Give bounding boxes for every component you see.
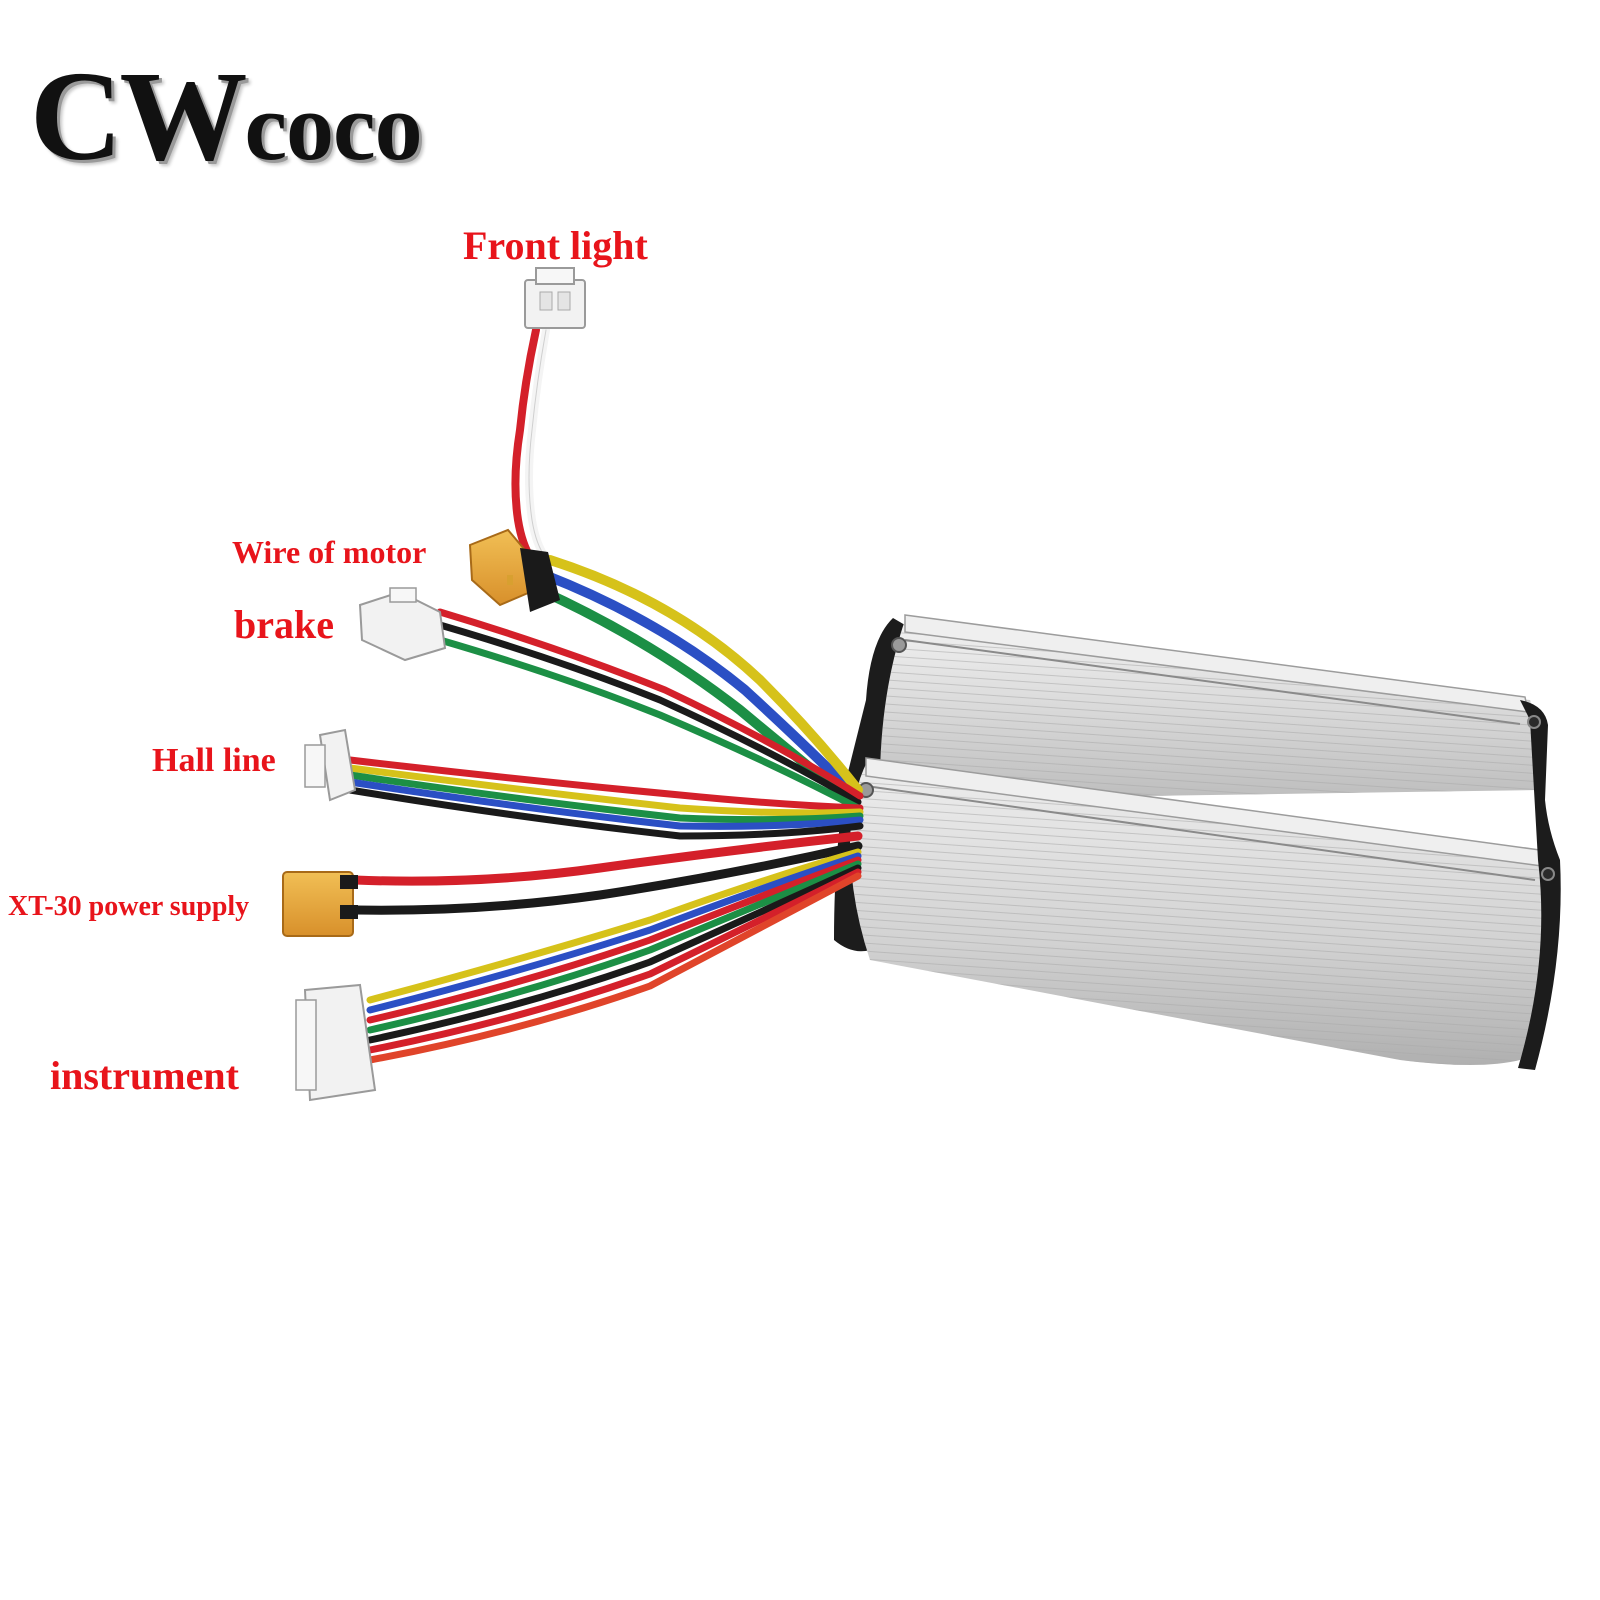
wire-harness (346, 326, 864, 1064)
label-wire-of-motor: Wire of motor (232, 534, 427, 570)
logo-prefix: CW (30, 45, 247, 187)
three-pin-connector-icon (358, 587, 447, 662)
two-pin-connector-icon (524, 267, 586, 329)
xt30-connector-icon (282, 871, 358, 937)
logo-suffix: coco (244, 73, 422, 180)
label-brake: brake (234, 602, 334, 647)
mr30-connector-icon (468, 528, 560, 612)
label-xt30-power-supply: XT-30 power supply (8, 891, 250, 922)
multi-pin-connector-icon (295, 983, 377, 1102)
brand-logo: CWcoco (30, 52, 423, 180)
multi-pin-connector-icon (304, 728, 357, 802)
label-instrument: instrument (50, 1053, 239, 1098)
controller-housing-icon (834, 614, 1561, 1070)
label-front-light: Front light (463, 223, 648, 268)
label-hall-line: Hall line (152, 742, 276, 779)
